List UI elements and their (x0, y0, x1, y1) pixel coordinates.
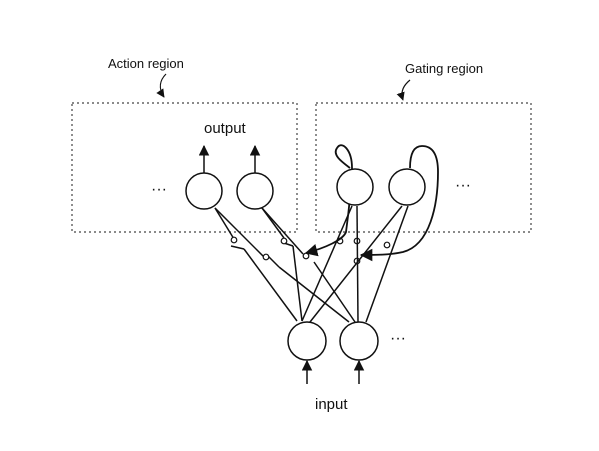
gating-region-label: Gating region (405, 61, 483, 76)
action-neuron-1 (185, 172, 223, 210)
gate2-feedback-arrow (359, 145, 439, 262)
gated-connection-3 (261, 207, 303, 322)
gating-region-box (315, 102, 532, 233)
action-region-label: Action region (108, 56, 184, 71)
gating-neuron-1 (336, 168, 374, 206)
gating-neuron-2 (388, 168, 426, 206)
input-neuron-2 (339, 321, 379, 361)
action-region-pointer (156, 73, 167, 98)
input2-to-gate2 (365, 205, 409, 323)
gated-connection-1 (214, 207, 298, 322)
gated-connection-2 (214, 207, 350, 323)
input-ellipsis: ··· (390, 330, 406, 347)
input1-to-gate1 (301, 205, 353, 322)
action-neuron-2 (236, 172, 274, 210)
input1-to-gate2 (309, 205, 403, 323)
action-ellipsis: ··· (151, 181, 167, 198)
input2-to-gate1 (356, 205, 359, 323)
output-label: output (204, 120, 247, 137)
input-neuron-1 (287, 321, 327, 361)
gating-ellipsis: ··· (455, 177, 471, 194)
gating-region-pointer (396, 79, 411, 101)
input-label: input (315, 396, 348, 413)
action-region-box (71, 102, 298, 233)
